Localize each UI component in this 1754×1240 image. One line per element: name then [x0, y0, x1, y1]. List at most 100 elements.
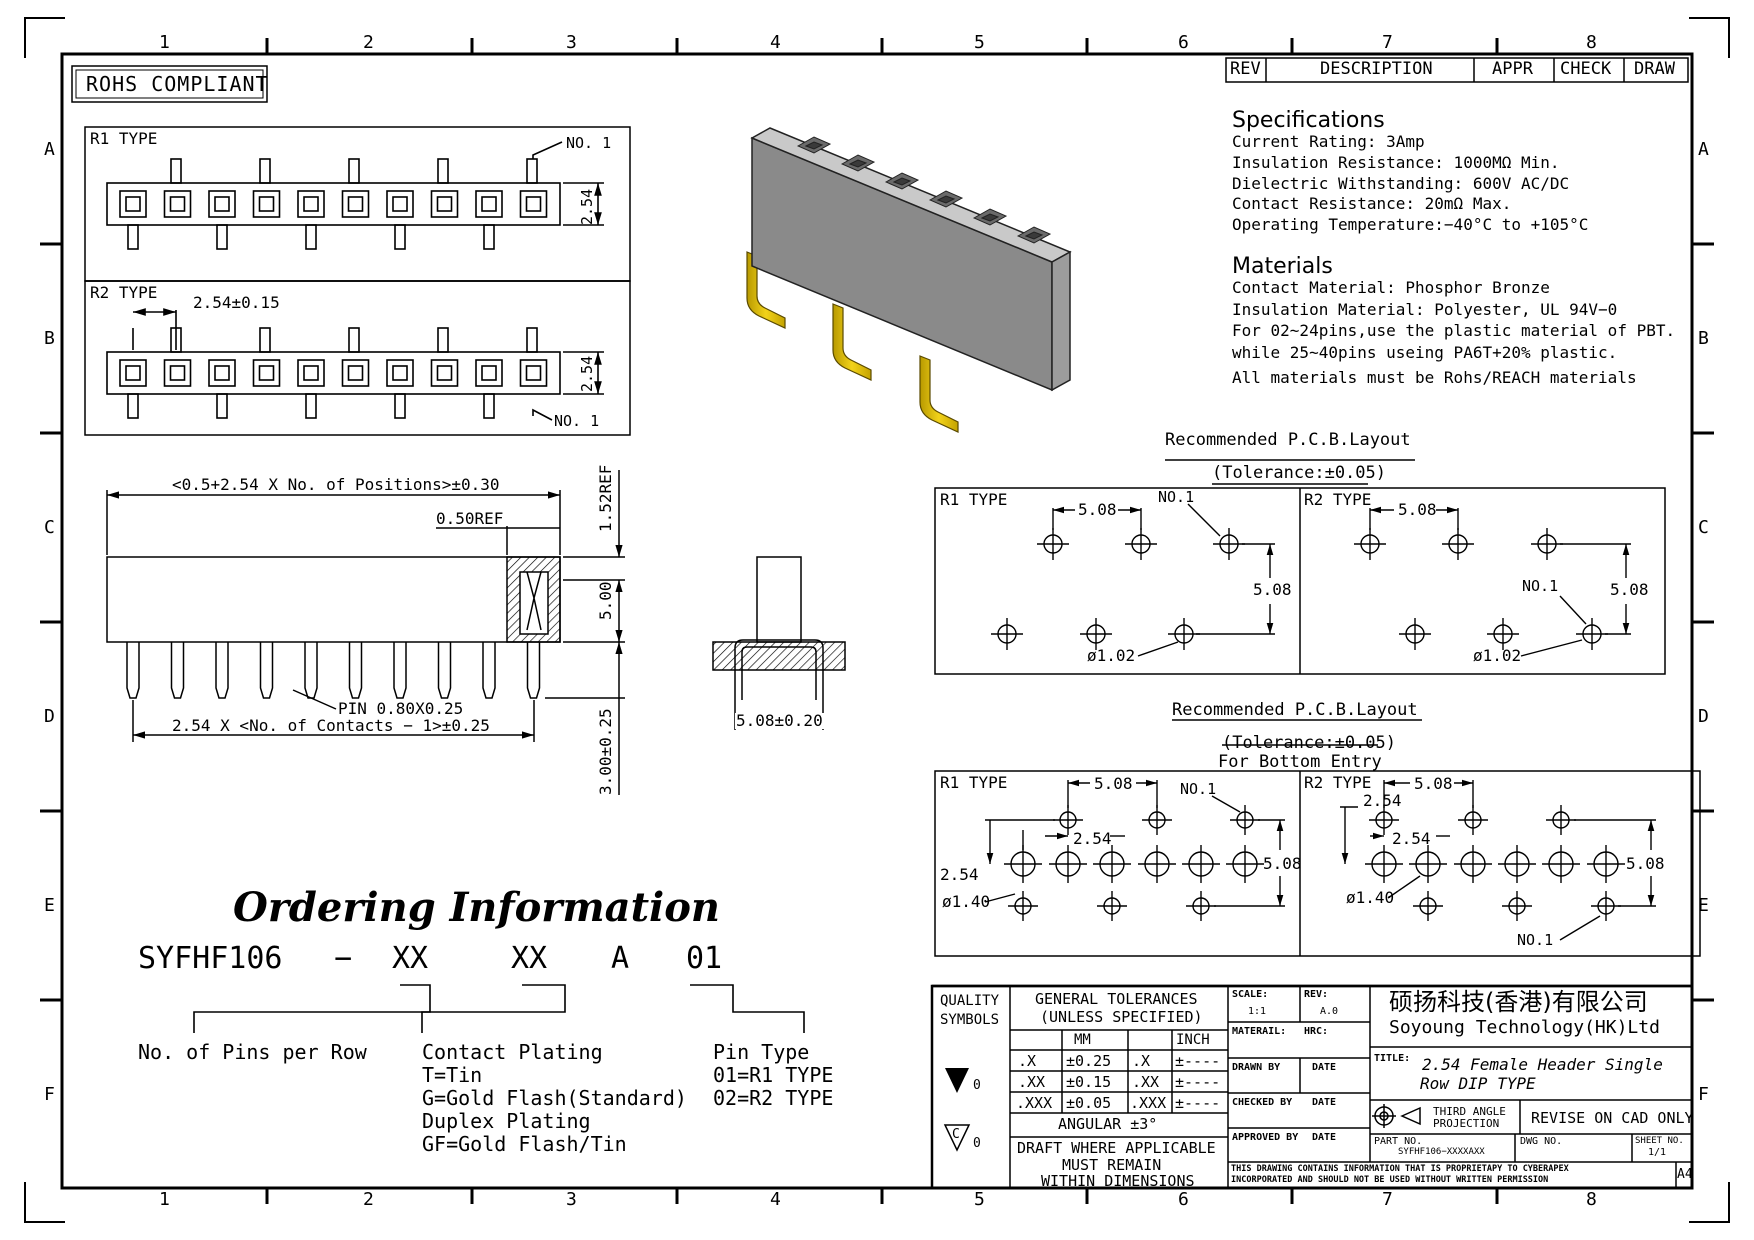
pin-up: [437, 158, 449, 184]
side-pin: [126, 642, 140, 699]
r2-top-view: [106, 308, 604, 421]
contact-cavity: [386, 359, 414, 387]
iso-cavity-inner: [804, 141, 824, 150]
contact-cavity: [297, 359, 325, 387]
pcb2-r1-label: R1 TYPE: [940, 773, 1008, 792]
pcb-layout-2-box: [934, 719, 1701, 957]
draft-note: DRAFT WHERE APPLICABLE: [1017, 1139, 1216, 1157]
r1-type-label: R1 TYPE: [90, 129, 158, 148]
zone-row-label: D: [44, 706, 55, 727]
ref-152-dim: 1.52REF: [596, 464, 615, 532]
r2-type-label: R2 TYPE: [90, 283, 158, 302]
pin-down: [394, 393, 406, 419]
pin-up: [348, 327, 360, 353]
zone-row-label: F: [1698, 1084, 1709, 1105]
side-body: [106, 556, 561, 643]
company-name-cn: 硕扬科技(香港)有限公司: [1389, 988, 1648, 1016]
pin-down: [127, 224, 139, 250]
contact-cavity: [119, 190, 147, 218]
pcb1-r1-pitch: 5.08: [1078, 500, 1117, 519]
contact-cavity: [252, 359, 281, 387]
iso-cavity-inner: [1024, 231, 1044, 240]
contact-cavity-inner: [258, 365, 275, 381]
proprietary-notice-2: INCORPORATED AND SHOULD NOT BE USED WITH…: [1231, 1175, 1549, 1185]
pcb2-r1-vdim: 5.08: [1263, 854, 1302, 873]
pcb2-subtitle: For Bottom Entry: [1218, 752, 1382, 772]
pintype-line: 01=R1 TYPE: [713, 1063, 834, 1087]
r1-r2-top-views: [84, 126, 631, 436]
ordering-seg-plating: XX: [511, 941, 548, 976]
contact-cavity: [519, 359, 548, 387]
contact-cavity: [341, 359, 370, 387]
hrc-label: HRC:: [1304, 1026, 1329, 1037]
specifications-heading: Specifications: [1232, 108, 1385, 133]
dwg-no-label: DWG NO.: [1520, 1136, 1563, 1147]
zone-column-label: 1: [159, 32, 170, 53]
sheet-no-value: 1/1: [1648, 1147, 1667, 1158]
iso-cavity-inner: [980, 213, 1000, 222]
pin-up: [259, 327, 271, 353]
pin-up: [526, 158, 538, 184]
material-label: MATERAIL:: [1232, 1026, 1287, 1037]
zone-column-label: 6: [1178, 32, 1189, 53]
within-dimensions-note: WITHIN DIMENSIONS: [1041, 1172, 1195, 1190]
contact-cavity: [163, 359, 192, 387]
side-pin: [482, 642, 496, 699]
side-view: [106, 470, 625, 795]
pin-up: [170, 158, 182, 184]
tol-value: ±----: [1175, 1073, 1221, 1091]
contact-cavity-inner: [125, 196, 141, 212]
leader-no1: [1211, 795, 1241, 813]
spec-line: Dielectric Withstanding: 600V AC/DC: [1232, 174, 1570, 193]
pcb1-r1-no1: NO.1: [1158, 488, 1195, 506]
ordering-brackets: [193, 984, 805, 1033]
pcb1-tolerance: (Tolerance:±0.05): [1212, 463, 1386, 483]
unless-specified: (UNLESS SPECIFIED): [1040, 1008, 1203, 1026]
contact-cavity-inner: [525, 365, 542, 381]
contact-cavity: [252, 190, 281, 218]
tol-key: .XX: [1132, 1073, 1160, 1091]
pin-up: [348, 158, 360, 184]
company-name-en: Soyoung Technology(HK)Ltd: [1389, 1017, 1660, 1038]
sheet-no-label: SHEET NO.: [1635, 1136, 1684, 1146]
contact-cavity-inner: [258, 196, 275, 212]
length-dim: <0.5+2.54 X No. of Positions>±0.30: [172, 475, 500, 494]
scale-label: SCALE:: [1232, 989, 1269, 1000]
contact-cavity: [475, 190, 503, 218]
scale-value: 1:1: [1248, 1006, 1267, 1017]
iso-cavity-inner: [848, 159, 868, 168]
pin-down: [127, 393, 139, 419]
checked-by-label: CHECKED BY: [1232, 1097, 1293, 1108]
pintype-line: 02=R2 TYPE: [713, 1086, 834, 1110]
pcb2-title: Recommended P.C.B.Layout: [1172, 700, 1418, 720]
zone-column-label: 7: [1382, 1189, 1393, 1210]
pin-down: [483, 393, 495, 419]
r2-pitch-dim: 2.54±0.15: [193, 293, 280, 312]
tol-key: .XX: [1018, 1073, 1046, 1091]
leader-no1: [1559, 915, 1601, 941]
ref-050-dim: 0.50REF: [436, 509, 504, 528]
zone-column-label: 8: [1586, 1189, 1597, 1210]
contact-cavity: [519, 190, 548, 218]
side-pin: [259, 642, 274, 699]
leader-no1: [532, 408, 553, 421]
pcb1-r1-hole: ø1.02: [1087, 646, 1136, 665]
approved-date-label: DATE: [1312, 1132, 1337, 1143]
quality-symbols: [943, 1068, 971, 1152]
spec-line: Current Rating: 3Amp: [1232, 132, 1425, 151]
materials-heading: Materials: [1232, 254, 1333, 279]
zone-row-label: B: [1698, 328, 1709, 349]
third-angle-label: THIRD ANGLE: [1433, 1105, 1506, 1118]
r2-no1-label: NO. 1: [554, 412, 600, 430]
contact-cavity: [119, 359, 147, 387]
drawing-title-1: 2.54 Female Header Single: [1422, 1055, 1663, 1074]
side-pin: [437, 642, 452, 699]
zone-ticks: [40, 38, 1714, 1204]
leader-no1: [1559, 595, 1587, 625]
header-body: [106, 351, 561, 395]
symbols-label: SYMBOLS: [940, 1012, 1000, 1028]
projection-label: PROJECTION: [1433, 1117, 1500, 1130]
pcb1-r2-vdim: 5.08: [1610, 580, 1649, 599]
zone-column-label: 2: [363, 32, 374, 53]
pitch-dim: 2.54 X <No. of Contacts − 1>±0.25: [172, 716, 490, 735]
